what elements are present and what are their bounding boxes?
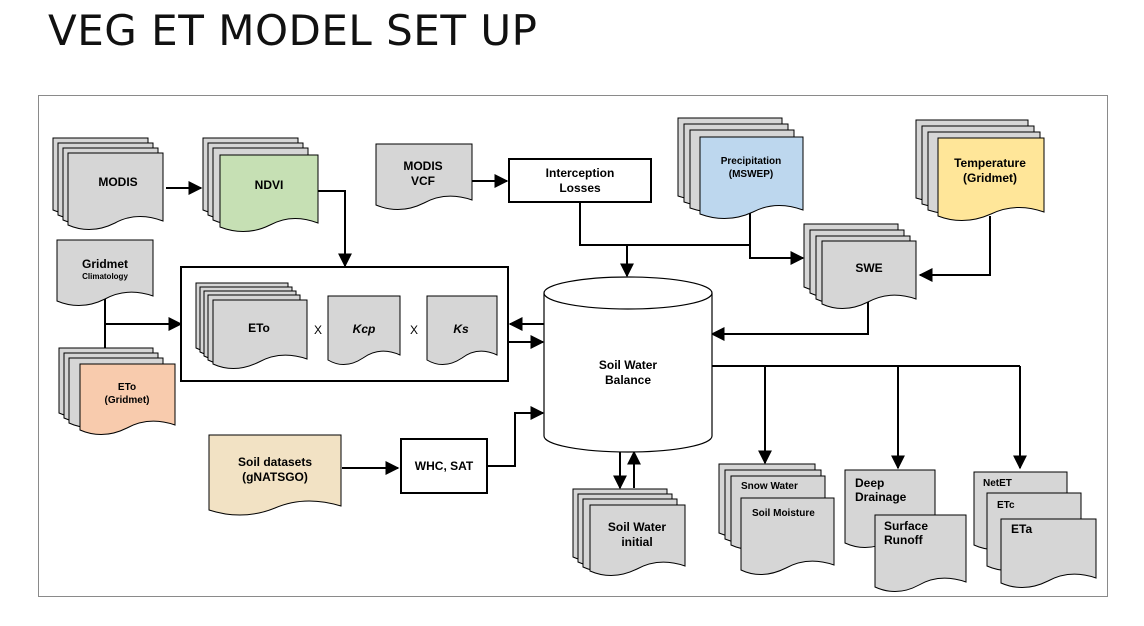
gridmet-label-line2: Climatology <box>82 272 128 281</box>
surface-runoff-label-line1: Surface <box>884 519 928 533</box>
temperature-doc <box>937 137 1045 221</box>
whc-sat-box <box>400 438 488 494</box>
eto-gridmet-label-line1: ETo <box>118 382 136 393</box>
whc-sat-label: WHC, SAT <box>415 459 474 473</box>
eta-doc <box>1000 518 1097 588</box>
ks-doc <box>426 295 498 365</box>
eta-label: ETa <box>1011 522 1032 536</box>
modis-stack <box>52 137 164 230</box>
arrow-gridmet-to-calc <box>104 298 183 331</box>
temperature-label-line2: (Gridmet) <box>963 171 1017 185</box>
eto-gridmet-label-line2: (Gridmet) <box>105 395 150 406</box>
etc-label: ETc <box>997 500 1015 511</box>
surface-runoff-doc <box>874 514 967 592</box>
multiply-sign-2: X <box>410 323 418 337</box>
eto-stack <box>195 282 308 369</box>
soil-water-initial-doc <box>589 504 686 576</box>
soil-datasets-label-line2: (gNATSGO) <box>242 470 308 484</box>
interception-label-line2: Losses <box>559 181 601 195</box>
swe-doc <box>821 240 917 309</box>
modis-label: MODIS <box>98 175 137 189</box>
arrow-swe-to-balance <box>710 300 869 341</box>
eto-label: ETo <box>248 321 270 335</box>
kcp-label: Kcp <box>353 322 376 336</box>
snow-soil-stack <box>718 463 835 575</box>
arrow-ndvi-to-calc <box>318 190 352 268</box>
arrow-precip-to-swe <box>749 245 805 265</box>
soil-datasets-doc <box>208 434 342 516</box>
swe-stack <box>803 223 917 309</box>
soil-water-balance-cylinder <box>543 276 713 453</box>
gridmet-climatology-doc <box>56 239 154 306</box>
precipitation-stack <box>677 117 804 219</box>
netet-label: NetET <box>983 478 1012 489</box>
soil-water-initial-stack <box>572 488 686 576</box>
arrow-interception-to-balance <box>579 202 634 278</box>
precipitation-label-line1: Precipitation <box>721 156 782 167</box>
eto-gridmet-doc <box>79 363 176 435</box>
soil-datasets-label-line1: Soil datasets <box>238 455 312 469</box>
modis-vcf-label-line1: MODIS <box>403 159 442 173</box>
soil-water-balance-label-line2: Balance <box>605 373 651 387</box>
interception-label-line1: Interception <box>546 166 615 180</box>
page-title: VEG ET MODEL SET UP <box>48 6 538 55</box>
modis-doc <box>67 152 164 230</box>
deep-drainage-label-line2: Drainage <box>855 490 907 504</box>
modis-vcf-label-line2: VCF <box>411 174 435 188</box>
multiply-sign-1: X <box>314 323 322 337</box>
modis-vcf-doc <box>375 143 473 210</box>
arrow-temperature-to-swe <box>918 216 991 282</box>
soil-water-balance-label-line1: Soil Water <box>599 358 658 372</box>
ndvi-label: NDVI <box>255 178 284 192</box>
temperature-stack <box>915 119 1045 221</box>
arrow-whc-to-balance <box>487 406 545 467</box>
precipitation-doc <box>699 136 804 219</box>
ndvi-doc <box>219 154 319 232</box>
soil-water-initial-label-line2: initial <box>621 535 652 549</box>
soil-moisture-label: Soil Moisture <box>752 508 815 519</box>
gridmet-label-line1: Gridmet <box>82 257 128 271</box>
eto-doc <box>212 299 308 369</box>
snow-water-label: Snow Water <box>741 481 798 492</box>
surface-runoff-label-line2: Runoff <box>884 533 924 547</box>
swe-label: SWE <box>855 261 882 275</box>
deep-drainage-label-line1: Deep <box>855 476 884 490</box>
connectors <box>104 174 1027 490</box>
kcp-doc <box>327 295 401 365</box>
diagram-frame <box>38 95 1108 597</box>
ks-label: Ks <box>453 322 469 336</box>
soil-moisture-doc <box>740 497 835 575</box>
soil-water-initial-label-line1: Soil Water <box>608 520 667 534</box>
precipitation-label-line2: (MSWEP) <box>729 169 773 180</box>
eto-gridmet-stack <box>58 347 176 435</box>
temperature-label-line1: Temperature <box>954 156 1026 170</box>
ndvi-stack <box>202 137 319 232</box>
interception-losses-box <box>508 158 652 203</box>
